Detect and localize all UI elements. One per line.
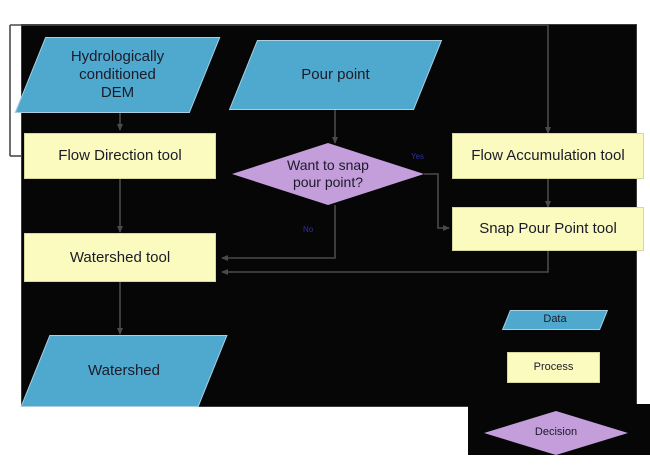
legend-data-label: Data <box>543 313 567 326</box>
legend-decision: Decision <box>484 411 628 455</box>
node-label: Flow Direction tool <box>58 147 182 165</box>
edge-label-no: No <box>303 225 314 234</box>
legend-process: Process <box>507 352 600 383</box>
node-label: Want to snap pour point? <box>287 157 369 190</box>
node-hydrologically-conditioned-dem[interactable]: Hydrologically conditioned DEM <box>14 37 221 113</box>
node-label: Flow Accumulation tool <box>471 147 625 165</box>
legend-process-label: Process <box>533 361 574 374</box>
node-watershed-tool[interactable]: Watershed tool <box>24 233 216 282</box>
node-flow-direction-tool[interactable]: Flow Direction tool <box>24 133 216 179</box>
node-want-to-snap-pour-point[interactable]: Want to snap pour point? <box>232 143 424 205</box>
node-label: Hydrologically conditioned DEM <box>70 48 165 101</box>
legend-data: Data <box>501 310 609 330</box>
node-pour-point[interactable]: Pour point <box>228 40 443 110</box>
node-label: Snap Pour Point tool <box>479 220 617 238</box>
node-label: Watershed <box>88 362 160 379</box>
node-flow-accumulation-tool[interactable]: Flow Accumulation tool <box>452 133 644 179</box>
node-label: Watershed tool <box>69 248 171 266</box>
node-watershed[interactable]: Watershed <box>20 335 228 407</box>
edge-label-yes: Yes <box>411 152 425 161</box>
node-label: Pour point <box>301 66 370 83</box>
node-snap-pour-point-tool[interactable]: Snap Pour Point tool <box>452 207 644 251</box>
legend-decision-label: Decision <box>534 426 578 439</box>
